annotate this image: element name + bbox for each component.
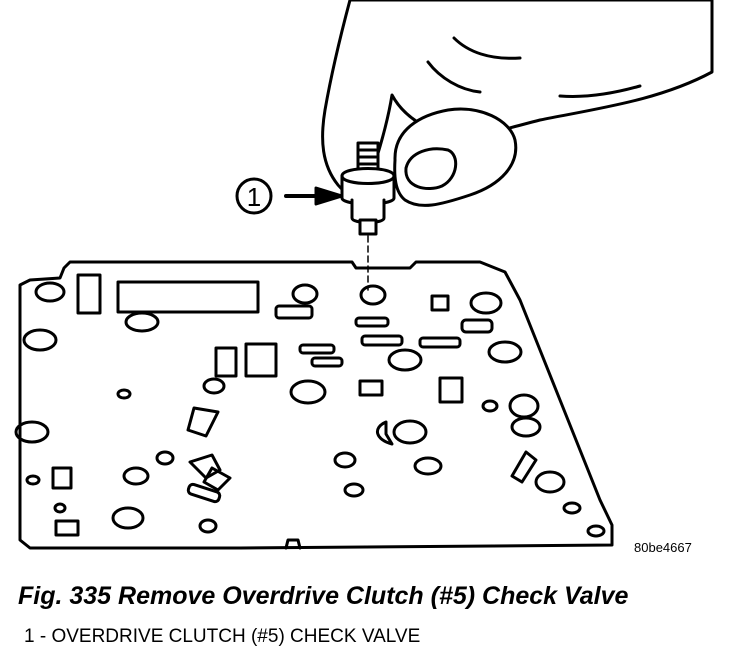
plate-passages bbox=[14, 273, 606, 550]
callout-circle bbox=[235, 177, 273, 215]
legend-item: 1 - OVERDRIVE CLUTCH (#5) CHECK VALVE bbox=[24, 626, 421, 647]
callout-number: 1 bbox=[247, 182, 261, 212]
hand bbox=[321, 0, 714, 196]
thumbnail bbox=[404, 147, 458, 191]
image-code: 80be4667 bbox=[634, 540, 692, 555]
figure-caption: Fig. 335 Remove Overdrive Clutch (#5) Ch… bbox=[18, 582, 629, 610]
check-valve bbox=[340, 141, 396, 236]
finger-crease bbox=[426, 36, 642, 98]
callout-arrow-head bbox=[314, 186, 344, 206]
valve-body-plate bbox=[18, 260, 614, 550]
valve-body-illustration: 1 bbox=[14, 0, 714, 550]
